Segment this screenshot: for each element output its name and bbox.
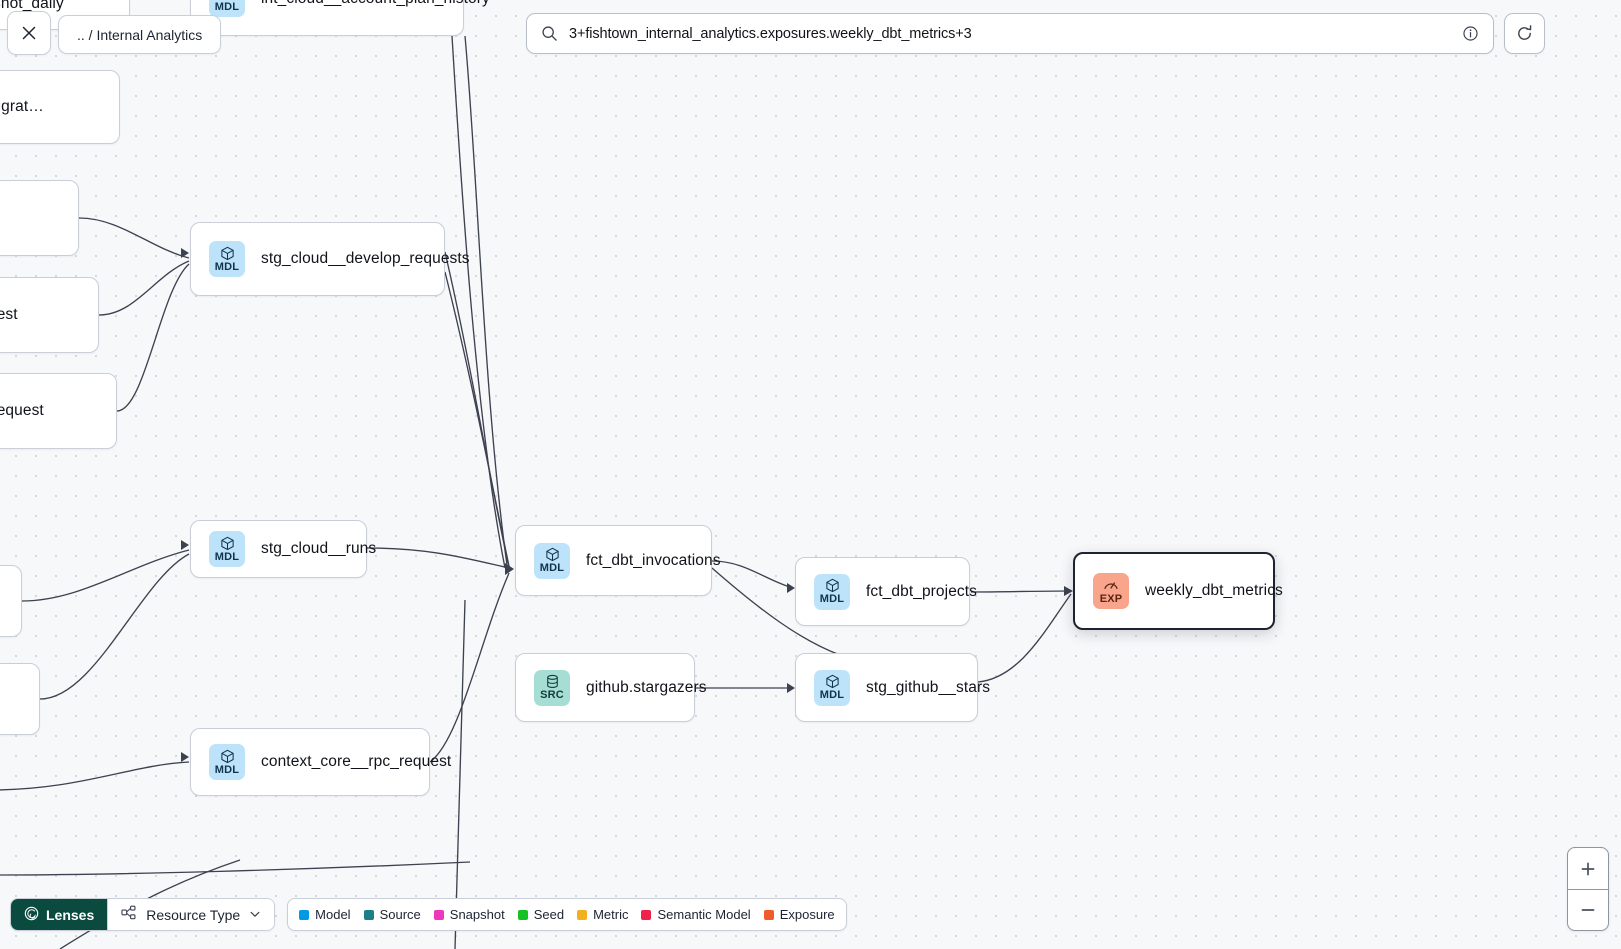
- legend-swatch: [577, 909, 588, 920]
- graph-node[interactable]: _develop_request: [0, 373, 117, 449]
- legend-label: Source: [379, 907, 421, 922]
- graph-node[interactable]: n: [0, 565, 22, 637]
- legend-item[interactable]: Snapshot: [433, 907, 505, 922]
- graph-toolbar: Lenses Resource Type: [10, 898, 847, 931]
- breadcrumb-label: .. / Internal Analytics: [77, 26, 203, 43]
- graph-node-label: fct_dbt_projects: [866, 582, 978, 600]
- legend-label: Metric: [593, 907, 629, 922]
- resource-type-dropdown[interactable]: Resource Type: [107, 899, 275, 930]
- graph-node-label: _develop_request: [0, 402, 44, 419]
- refresh-button[interactable]: [1504, 13, 1545, 54]
- legend-label: Semantic Model: [657, 907, 751, 922]
- legend-label: Model: [315, 907, 351, 922]
- filter-group: Lenses Resource Type: [10, 898, 276, 931]
- graph-node[interactable]: velop_request: [0, 277, 99, 353]
- exp-badge-icon: EXP: [1093, 573, 1129, 609]
- lens-spiral-icon: [24, 906, 39, 924]
- graph-node[interactable]: _run: [0, 663, 40, 735]
- legend-item[interactable]: Exposure: [763, 907, 835, 922]
- legend-label: Seed: [533, 907, 565, 922]
- legend-swatch: [517, 909, 528, 920]
- graph-node-label: snapshot_daily: [0, 0, 64, 12]
- graph-node[interactable]: MDL stg_github__stars: [795, 653, 990, 722]
- close-icon: [22, 26, 36, 40]
- graph-node[interactable]: MDL context_core__rpc_request: [190, 728, 451, 796]
- search-input[interactable]: 3+fishtown_internal_analytics.exposures.…: [569, 25, 972, 42]
- legend-label: Exposure: [779, 907, 835, 922]
- resource-type-icon: [121, 905, 137, 924]
- graph-node-label: stg_cloud__runs: [261, 540, 377, 557]
- mdl-badge-icon: MDL: [209, 744, 245, 780]
- resource-type-legend: Model Source Snapshot Seed Metric Semantic Mo…: [287, 898, 847, 931]
- legend-swatch: [363, 909, 374, 920]
- legend-item[interactable]: Semantic Model: [641, 907, 751, 922]
- legend-item[interactable]: Model: [299, 907, 351, 922]
- mdl-badge-icon: MDL: [814, 669, 850, 706]
- lenses-button[interactable]: Lenses: [11, 899, 108, 930]
- graph-node[interactable]: MDL fct_dbt_projects: [795, 557, 977, 626]
- minus-icon: [1581, 909, 1595, 911]
- legend-swatch: [641, 909, 652, 920]
- close-button[interactable]: [7, 11, 51, 55]
- mdl-badge-icon: MDL: [209, 0, 245, 17]
- graph-node-label: github.stargazers: [586, 678, 707, 696]
- graph-node[interactable]: MDL stg_cloud__runs: [190, 520, 376, 578]
- graph-node-label: stg_github__stars: [866, 678, 991, 696]
- graph-node[interactable]: EXP weekly_dbt_metrics: [1073, 552, 1283, 630]
- refresh-icon: [1518, 25, 1532, 40]
- graph-node-label: int_cloud__account_plan_history: [261, 0, 490, 8]
- legend-swatch: [433, 909, 444, 920]
- lineage-search-bar[interactable]: 3+fishtown_internal_analytics.exposures.…: [526, 13, 1494, 54]
- mdl-badge-icon: MDL: [209, 241, 245, 277]
- legend-swatch: [763, 909, 774, 920]
- legend-item[interactable]: Seed: [517, 907, 565, 922]
- graph-node-label: stg_cloud__develop_requests: [261, 250, 470, 267]
- search-icon: [541, 25, 558, 42]
- graph-node-label: velop_request: [0, 306, 18, 323]
- lenses-label: Lenses: [46, 906, 95, 923]
- legend-label: Snapshot: [449, 907, 505, 922]
- legend-item[interactable]: Source: [363, 907, 421, 922]
- graph-node-label: multicell_migrat…: [0, 98, 44, 115]
- mdl-badge-icon: MDL: [534, 542, 570, 579]
- mdl-badge-icon: MDL: [814, 573, 850, 610]
- plus-icon: [1581, 862, 1595, 875]
- info-icon[interactable]: [1462, 25, 1479, 42]
- graph-node[interactable]: MDL stg_cloud__develop_requests: [190, 222, 470, 296]
- graph-node[interactable]: MDL int_cloud__account_plan_history: [190, 0, 490, 36]
- zoom-in-button[interactable]: [1568, 848, 1608, 889]
- graph-node[interactable]: p_request: [0, 180, 79, 256]
- graph-node-label: fct_dbt_invocations: [586, 551, 721, 569]
- breadcrumb[interactable]: .. / Internal Analytics: [58, 15, 222, 54]
- graph-node[interactable]: multicell_migrat…: [0, 70, 120, 144]
- graph-node-label: context_core__rpc_request: [261, 753, 452, 770]
- resource-type-label: Resource Type: [146, 906, 241, 923]
- graph-node[interactable]: MDL fct_dbt_invocations: [515, 525, 721, 596]
- legend-swatch: [299, 909, 310, 920]
- src-badge-icon: SRC: [534, 669, 570, 706]
- chevron-down-icon: [249, 907, 261, 923]
- zoom-out-button[interactable]: [1568, 889, 1608, 930]
- graph-node[interactable]: SRC github.stargazers: [515, 653, 707, 722]
- mdl-badge-icon: MDL: [209, 531, 245, 567]
- legend-item[interactable]: Metric: [577, 907, 628, 922]
- graph-node-label: weekly_dbt_metrics: [1145, 582, 1283, 599]
- zoom-controls: [1567, 847, 1609, 931]
